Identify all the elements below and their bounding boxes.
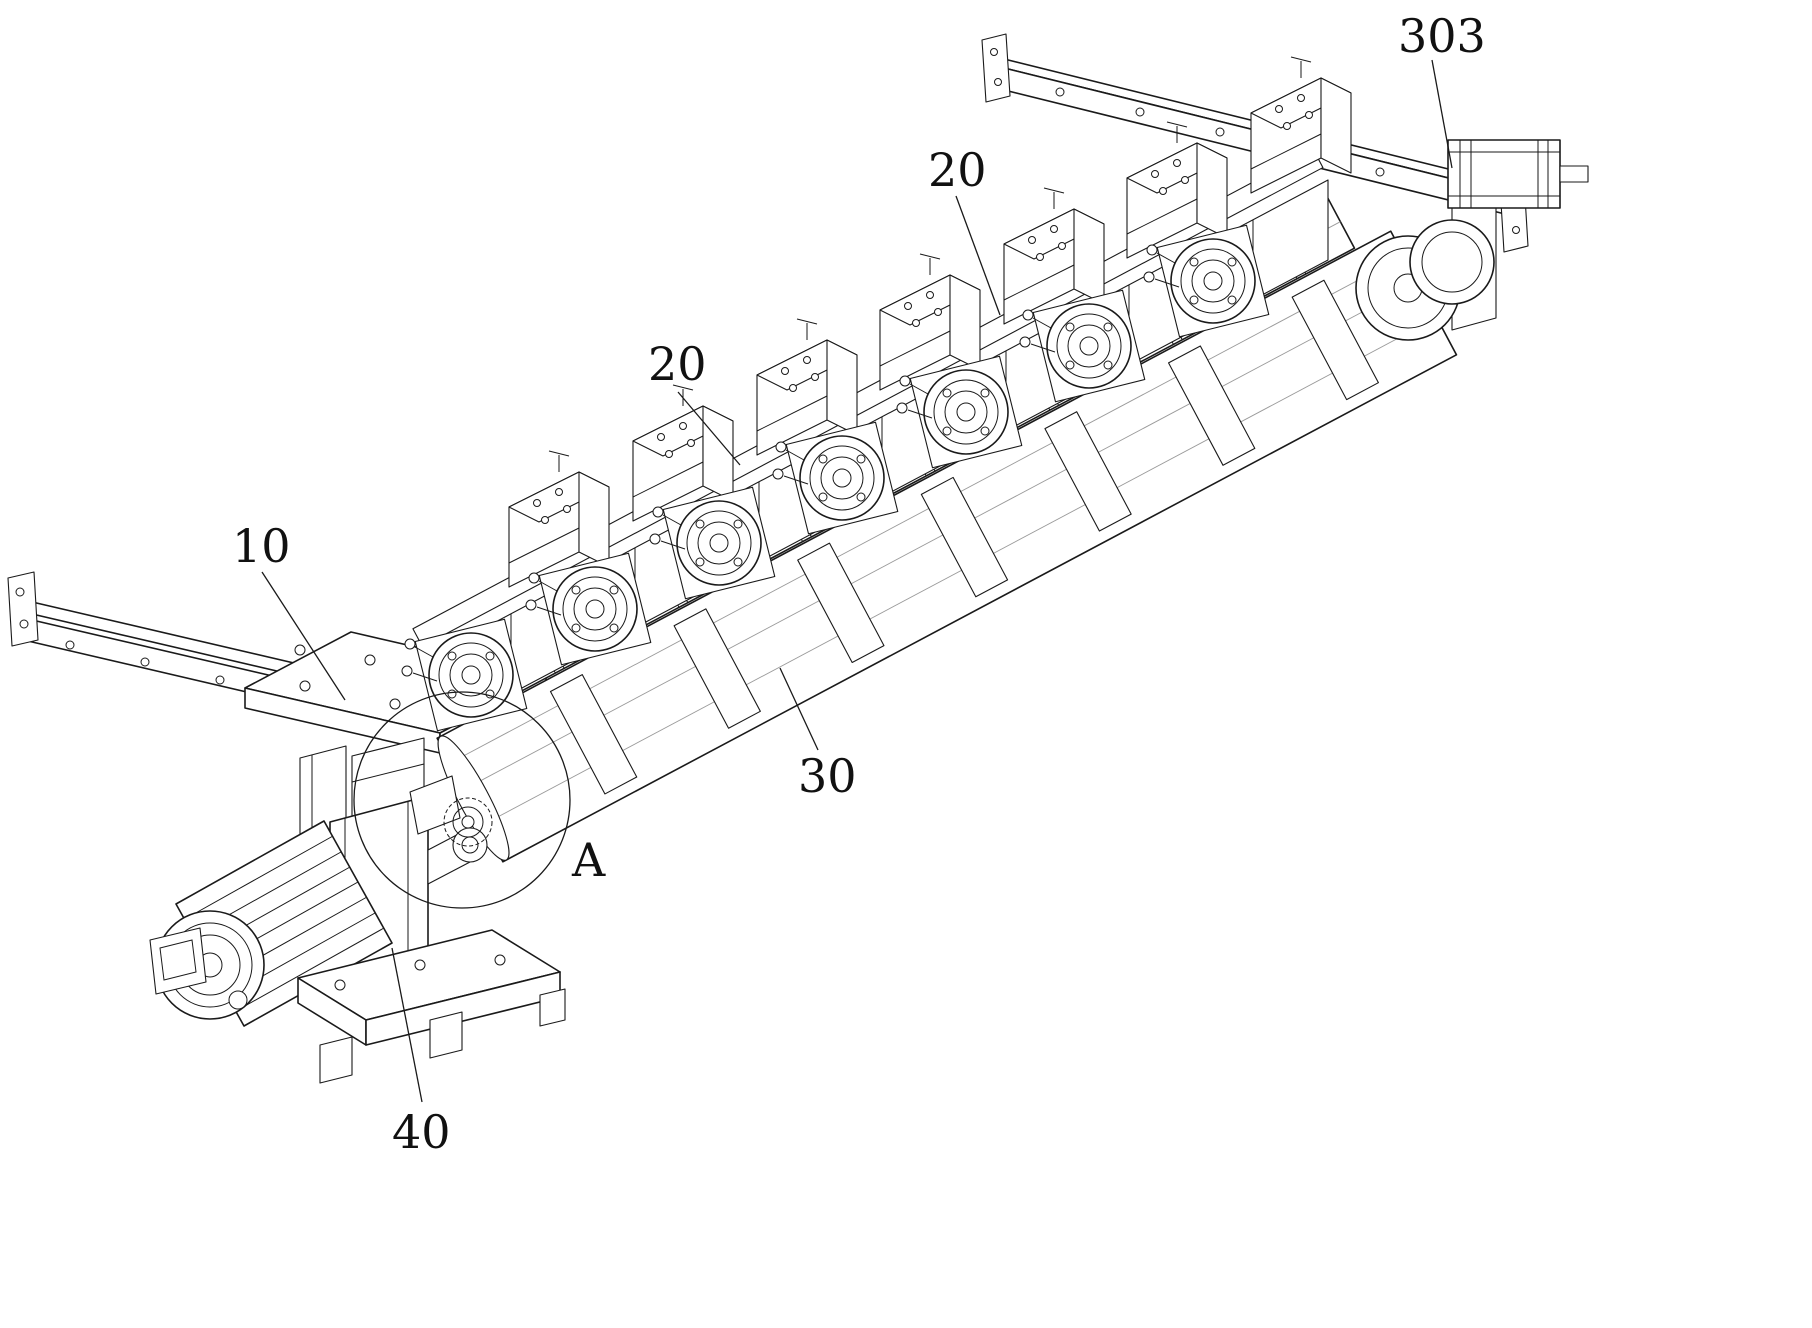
detail-circle-A (353, 691, 571, 909)
label-30: 30 (798, 749, 857, 803)
motor-assembly (149, 795, 566, 1084)
end-coupling (1355, 219, 1495, 341)
leader-303 (1431, 59, 1453, 169)
roller-ring-bands (549, 279, 1379, 795)
leader-20-lower (677, 391, 741, 466)
leader-30 (779, 667, 819, 751)
detail-a-region (353, 691, 571, 909)
leader-10 (261, 571, 346, 701)
leader-20-upper (955, 195, 1001, 316)
label-10: 10 (232, 519, 291, 573)
reference-labels: 303 20 20 10 30 40 A (232, 9, 1486, 1159)
leader-40 (391, 947, 423, 1103)
label-40: 40 (392, 1105, 451, 1159)
label-detail-A: A (571, 833, 606, 887)
label-303: 303 (1398, 9, 1486, 63)
leader-lines (261, 59, 1453, 1103)
label-20-upper: 20 (928, 143, 987, 197)
label-20-lower: 20 (648, 337, 707, 391)
